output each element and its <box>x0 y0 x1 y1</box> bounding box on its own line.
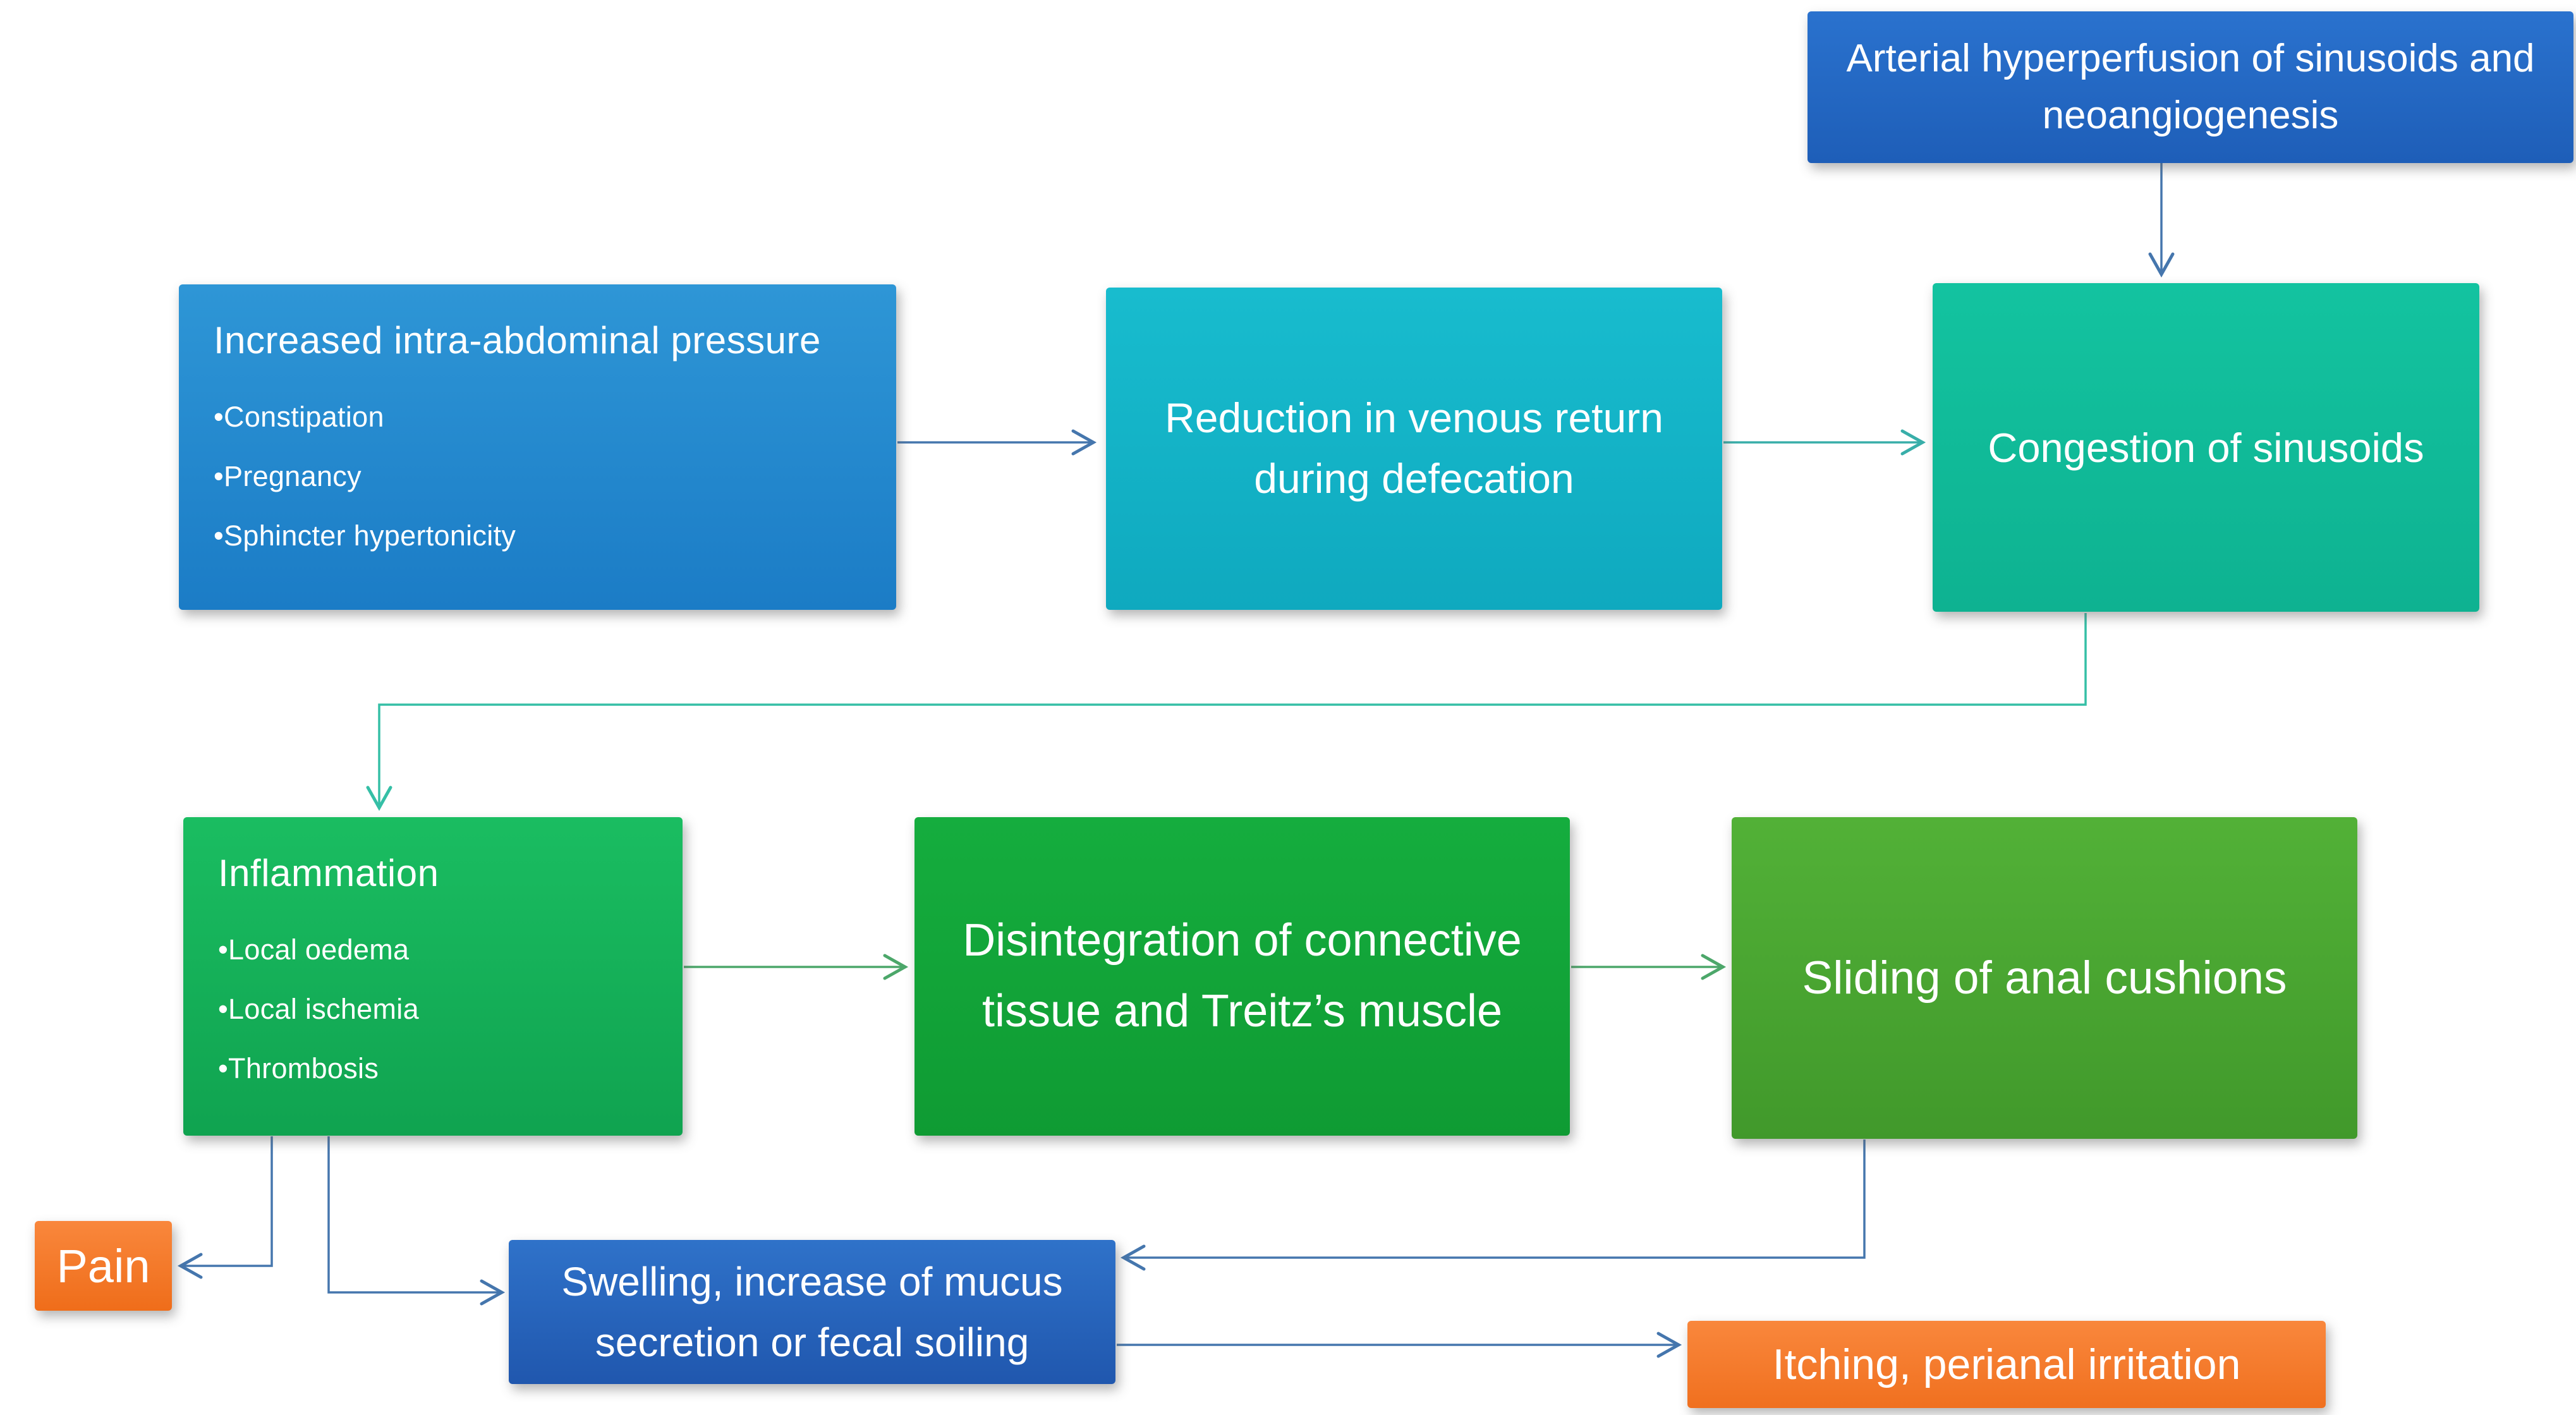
node-arterial-hyperperfusion: Arterial hyperperfusion of sinusoids and… <box>1807 11 2573 163</box>
connector-inflammation-to-swelling <box>327 1136 506 1306</box>
list-item: •Local oedema <box>218 933 410 966</box>
node-label: Disintegration of connective tissue and … <box>963 915 1522 1036</box>
node-label: Congestion of sinusoids <box>1988 424 2424 471</box>
node-increased-intra-abdominal-pressure: Increased intra-abdominal pressure •Cons… <box>179 284 896 610</box>
node-label: Pain <box>56 1239 150 1292</box>
node-disintegration-connective-tissue: Disintegration of connective tissue and … <box>914 817 1570 1136</box>
node-swelling-mucus-secretion: Swelling, increase of mucus secretion or… <box>509 1240 1115 1384</box>
node-inflammation: Inflammation •Local oedema •Local ischem… <box>183 817 683 1136</box>
node-sliding-anal-cushions: Sliding of anal cushions <box>1732 817 2357 1139</box>
node-label: Itching, perianal irritation <box>1772 1340 2241 1388</box>
node-title: Increased intra-abdominal pressure <box>214 319 821 361</box>
node-label: Sliding of anal cushions <box>1802 952 2287 1004</box>
bullet-list: •Constipation •Pregnancy •Sphincter hype… <box>214 400 861 553</box>
list-item: •Constipation <box>214 400 384 433</box>
list-item: •Pregnancy <box>214 459 361 492</box>
node-title: Inflammation <box>218 852 439 894</box>
node-itching-perianal-irritation: Itching, perianal irritation <box>1687 1321 2326 1408</box>
node-reduction-venous-return: Reduction in venous return during defeca… <box>1106 288 1722 610</box>
node-label: Reduction in venous return during defeca… <box>1165 394 1663 502</box>
list-item: •Local ischemia <box>218 992 419 1025</box>
bullet-list: •Local oedema •Local ischemia •Thrombosi… <box>218 933 648 1086</box>
node-label: Arterial hyperperfusion of sinusoids and… <box>1846 37 2535 137</box>
list-item: •Sphincter hypertonicity <box>214 519 516 552</box>
connector-inflammation-to-pain <box>177 1136 273 1279</box>
connector-sliding-to-swelling <box>1120 1139 1866 1271</box>
list-item: •Thrombosis <box>218 1052 379 1084</box>
node-label: Swelling, increase of mucus secretion or… <box>561 1259 1063 1365</box>
connector-congestion-to-inflammation <box>366 613 2087 811</box>
node-congestion-of-sinusoids: Congestion of sinusoids <box>1933 283 2479 612</box>
node-pain: Pain <box>35 1221 172 1311</box>
